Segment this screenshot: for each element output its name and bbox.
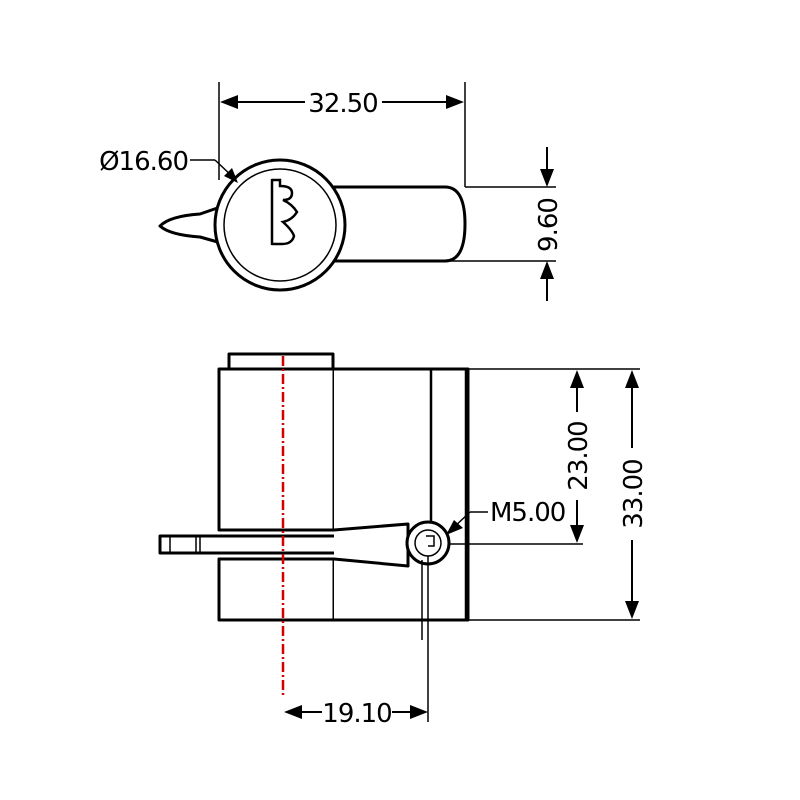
top-view-keyway xyxy=(270,178,299,246)
dimension-label-thread: M5.00 xyxy=(490,498,565,528)
top-view-inner-ring xyxy=(223,168,337,282)
dimension-label-diameter: Ø16.60 xyxy=(99,147,188,177)
front-view-link xyxy=(332,522,410,568)
front-view-lever-arm xyxy=(158,534,348,555)
dimension-width: 9.60 xyxy=(445,147,564,301)
dimension-thread: M5.00 xyxy=(446,498,566,535)
dimension-label-overall-height: 33.00 xyxy=(619,459,649,528)
dimension-height-to-hole: 23.00 xyxy=(449,370,594,545)
dimension-label-overall-width: 32.50 xyxy=(308,89,377,119)
front-view-cap xyxy=(227,352,335,371)
dimension-label-center-offset: 19.10 xyxy=(322,699,391,729)
top-view: 32.50 Ø16.60 9.60 xyxy=(99,82,564,301)
dimension-center-offset: 19.10 xyxy=(284,699,428,729)
dimension-diameter: Ø16.60 xyxy=(99,147,238,183)
front-view-right-body xyxy=(332,367,470,622)
dimension-label-height-to-hole: 23.00 xyxy=(564,421,594,490)
dimension-label-width: 9.60 xyxy=(534,198,564,252)
front-view: M5.00 23.00 33.00 19.10 xyxy=(158,352,649,729)
front-view-upper-block xyxy=(217,367,336,532)
top-view-outer-ring xyxy=(213,158,347,292)
dimension-overall-height: 33.00 xyxy=(619,370,649,619)
top-view-pointer-tip xyxy=(158,201,234,248)
front-view-lower-block xyxy=(217,557,336,622)
dimension-overall-width: 32.50 xyxy=(218,82,466,187)
